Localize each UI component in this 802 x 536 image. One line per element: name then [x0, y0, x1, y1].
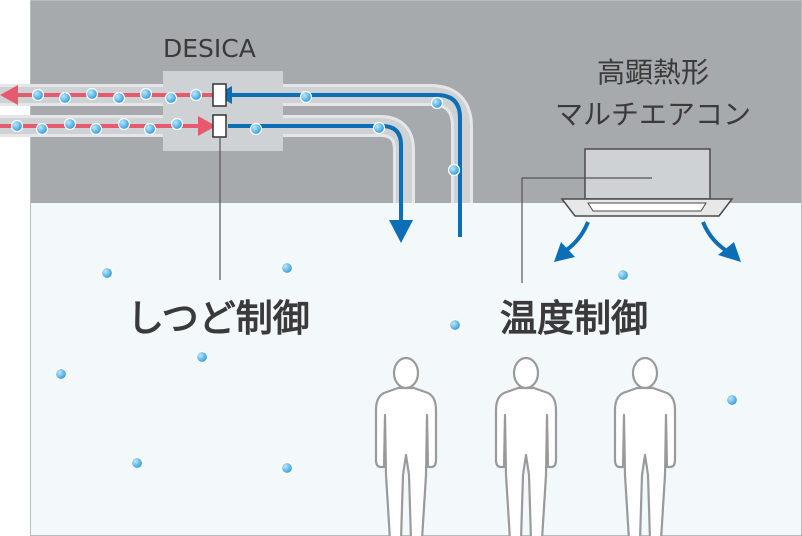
water-droplet-icon: [100, 266, 114, 280]
water-droplet-icon: [143, 122, 157, 136]
water-droplet-icon: [299, 90, 313, 104]
water-droplet-icon: [58, 91, 72, 105]
supply-air-arrowhead: [389, 220, 413, 243]
water-droplet-icon: [280, 461, 294, 475]
person-head: [392, 356, 420, 390]
water-droplet-icon: [447, 163, 461, 177]
water-droplet-icon: [448, 318, 462, 332]
water-droplet-icon: [195, 350, 209, 364]
droplet-group: [10, 87, 739, 475]
water-droplet-icon: [164, 91, 178, 105]
person-icon: [494, 356, 558, 536]
aircon-label-line2: マルチエアコン: [555, 98, 751, 131]
desica-port-bottom: [212, 114, 227, 138]
person-body: [494, 386, 558, 536]
aircon-body: [584, 148, 711, 200]
aircon-label-line1: 高顕熱形: [597, 56, 709, 89]
water-droplet-icon: [372, 121, 386, 135]
aircon-airflow-left-head: [554, 242, 575, 262]
water-droplet-icon: [54, 367, 68, 381]
water-droplet-icon: [89, 122, 103, 136]
temperature-control-label: 温度制御: [500, 297, 648, 340]
water-droplet-icon: [249, 122, 263, 136]
ceiling-cassette-aircon-icon: [560, 148, 734, 217]
water-droplet-icon: [85, 87, 99, 101]
person-icon: [613, 356, 677, 536]
aircon-grille: [587, 202, 707, 212]
desica-unit: [163, 71, 283, 151]
water-droplet-icon: [189, 88, 203, 102]
intake-arrowhead: [198, 116, 216, 136]
water-droplet-icon: [130, 456, 144, 470]
water-droplet-icon: [63, 117, 77, 131]
exhaust-arrowhead: [0, 85, 18, 105]
water-droplet-icon: [725, 393, 739, 407]
water-droplet-icon: [280, 261, 294, 275]
desica-label: DESICA: [163, 34, 256, 63]
return-air-arrow: [228, 93, 462, 237]
water-droplet-icon: [170, 117, 184, 131]
water-droplet-icon: [112, 91, 126, 105]
water-droplet-icon: [139, 87, 153, 101]
person-body: [374, 386, 438, 536]
person-head: [512, 356, 540, 390]
water-droplet-icon: [31, 88, 45, 102]
water-droplet-icon: [35, 122, 49, 136]
water-droplet-icon: [430, 96, 444, 110]
person-head: [631, 356, 659, 390]
person-body: [613, 386, 677, 536]
desica-port-top: [212, 83, 227, 107]
water-droplet-icon: [10, 119, 24, 133]
aircon-airflow-right-head: [718, 242, 741, 262]
people-group: [374, 356, 677, 536]
water-droplet-icon: [616, 268, 630, 282]
humidity-control-label: しつど制御: [127, 297, 310, 340]
aircon-leader-line: [521, 177, 652, 283]
water-droplet-icon: [117, 117, 131, 131]
person-icon: [374, 356, 438, 536]
